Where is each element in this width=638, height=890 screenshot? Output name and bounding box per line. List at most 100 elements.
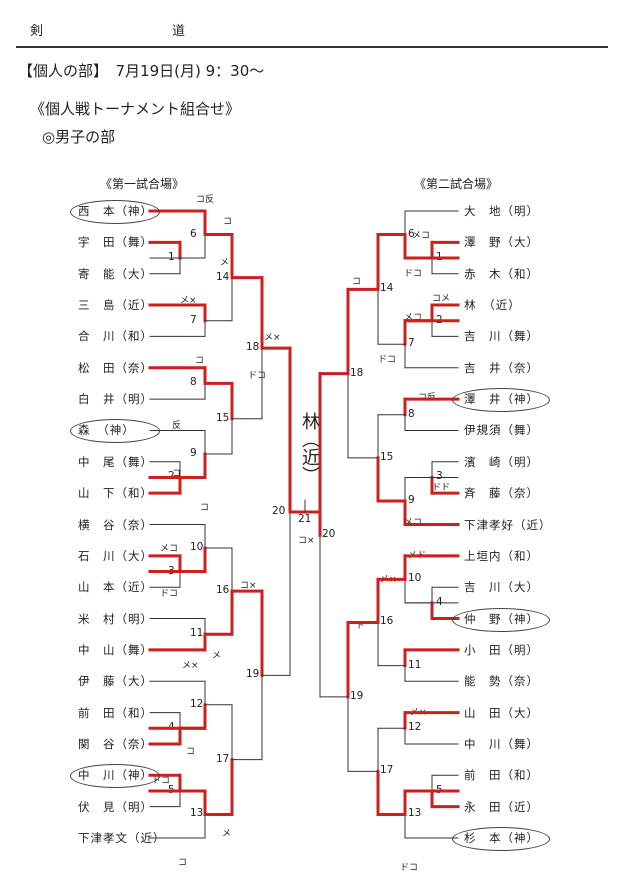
left-player-name: 松 田（奈） <box>78 360 153 375</box>
arena-left-label: 《第一試合場》 <box>100 177 185 191</box>
right-player-name: 能 勢（奈） <box>464 674 539 689</box>
right-player-name: 伊規須（舞） <box>464 423 539 438</box>
header-rule <box>16 46 608 48</box>
header-sport-right: 道 <box>172 24 186 39</box>
right-player-name: 赤 木（和） <box>464 266 539 281</box>
score-mark: ドコ <box>400 863 419 873</box>
left-player-name: 宇 田（舞） <box>78 235 153 250</box>
match-number: 9 <box>190 446 197 459</box>
header-sport-left: 剣 <box>30 24 44 39</box>
match-number: 4 <box>436 595 443 608</box>
score-mark: メコ <box>160 544 179 554</box>
left-player-name: 山 本（近） <box>78 580 153 595</box>
right-player-name: 濱 崎（明） <box>464 454 539 469</box>
match-number: 14 <box>380 282 394 295</box>
left-player-name: 寄 能（大） <box>78 266 153 281</box>
score-mark: メ <box>212 651 222 661</box>
score-mark: メ× <box>180 296 197 306</box>
match-number: 13 <box>190 807 204 820</box>
match-number: 7 <box>190 313 197 326</box>
right-player-name: 山 田（大） <box>464 705 539 720</box>
score-mark: ドコ <box>248 371 267 381</box>
match-number: 3 <box>436 470 443 483</box>
score-mark: コメ <box>432 294 451 304</box>
player-highlight-oval <box>452 388 550 413</box>
score-mark: コ <box>186 747 196 757</box>
score-mark: メ× <box>182 661 199 671</box>
score-mark: コ <box>223 217 233 227</box>
match-number: 19 <box>246 668 260 681</box>
match-number: 11 <box>408 658 422 671</box>
right-player-name: 前 田（和） <box>464 768 539 783</box>
match-number: 12 <box>408 721 422 734</box>
match-number: 6 <box>190 227 197 240</box>
match-number: 12 <box>190 697 204 710</box>
match-number: 16 <box>380 615 394 628</box>
right-player-name: 吉 井（奈） <box>464 360 539 375</box>
right-player-name: 中 川（舞） <box>464 736 539 751</box>
section-title: ◎男子の部 <box>42 128 116 146</box>
left-player-name: 石 川（大） <box>78 548 153 563</box>
right-player-name: 上垣内（和） <box>464 548 539 563</box>
score-mark: メ <box>222 829 232 839</box>
left-player-name: 関 谷（奈） <box>78 736 153 751</box>
left-player-name: 白 井（明） <box>78 392 153 407</box>
player-highlight-oval <box>70 764 160 789</box>
score-mark: コ <box>172 469 182 479</box>
player-highlight-oval <box>70 200 160 224</box>
match-number: 7 <box>408 337 415 350</box>
right-player-name: 斉 藤（奈） <box>464 486 539 501</box>
score-mark: コ <box>178 858 188 868</box>
score-mark: 反 <box>172 421 182 431</box>
match-number: 8 <box>408 407 415 420</box>
player-highlight-oval <box>452 827 550 851</box>
match-number: 1 <box>168 251 175 264</box>
right-player-name: 吉 川（舞） <box>464 329 539 344</box>
match-number: 20 <box>272 504 286 517</box>
left-player-name: 伏 見（明） <box>78 799 153 814</box>
left-player-name: 前 田（和） <box>78 705 153 720</box>
match-number: 17 <box>380 764 394 777</box>
score-mark: ドコ <box>378 355 397 365</box>
left-player-name: 合 川（和） <box>78 329 153 344</box>
left-player-name: 中 尾（舞） <box>78 454 153 469</box>
match-number: 10 <box>190 541 204 553</box>
match-number: 15 <box>380 450 394 463</box>
right-player-name: 大 地（明） <box>464 204 539 218</box>
match-number: 21 <box>298 513 312 525</box>
match-number: 8 <box>190 376 197 389</box>
match-number: 14 <box>216 270 230 283</box>
match-number: 11 <box>190 627 204 640</box>
score-mark: ドコ <box>160 589 179 599</box>
match-number: 6 <box>408 227 415 240</box>
match-number: 15 <box>216 411 230 424</box>
match-number: 20 <box>322 528 336 541</box>
score-mark: メ <box>220 258 230 268</box>
left-player-name: 下津孝文（近） <box>78 831 166 845</box>
match-number: 9 <box>408 493 415 506</box>
score-mark: コ <box>195 356 205 366</box>
left-player-name: 三 島（近） <box>78 298 153 313</box>
right-player-name: 下津孝好（近） <box>464 517 552 532</box>
right-player-name: 吉 川（大） <box>464 580 539 595</box>
score-mark: コ <box>352 277 362 287</box>
match-number: 18 <box>350 366 364 379</box>
tournament-subtitle: 《個人戦トーナメント組合せ》 <box>30 100 241 118</box>
event-title: 【個人の部】 7月19日(月) 9：30〜 <box>18 62 265 80</box>
score-mark: コ× <box>240 581 257 591</box>
left-player-name: 中 山（舞） <box>78 642 153 657</box>
left-player-name: 山 下（和） <box>78 486 153 501</box>
right-player-name: 林 （近） <box>464 298 521 313</box>
left-player-name: 米 村（明） <box>78 611 153 626</box>
match-number: 17 <box>216 752 230 765</box>
match-number: 10 <box>408 572 422 585</box>
left-player-name: 伊 藤（大） <box>78 674 153 689</box>
score-mark: ドコ <box>404 269 423 279</box>
left-player-name: 横 谷（奈） <box>78 517 153 532</box>
player-highlight-oval <box>452 607 550 632</box>
match-number: 16 <box>216 584 230 597</box>
match-number: 18 <box>246 341 260 354</box>
player-highlight-oval <box>70 419 160 444</box>
score-mark: メコ <box>412 231 431 241</box>
score-mark: コ反 <box>196 195 215 205</box>
